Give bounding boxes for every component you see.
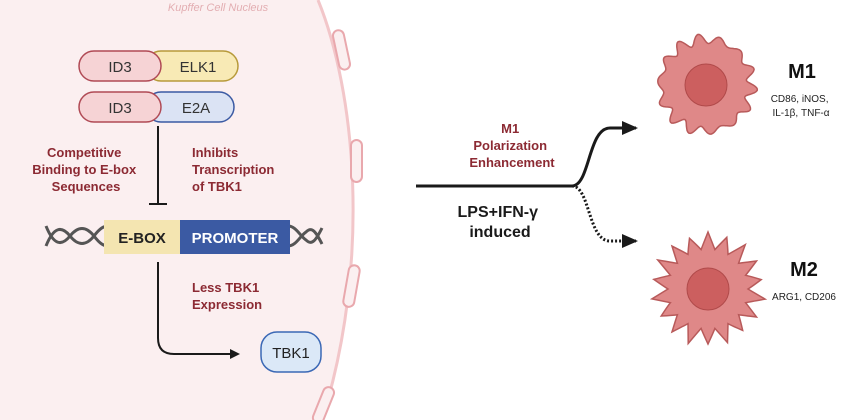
m1-title: M1 <box>788 61 816 83</box>
promoter-label: PROMOTER <box>192 230 279 247</box>
nuclear-pore <box>342 264 361 308</box>
competitive-binding-text: Competitive Binding to E-box Sequences <box>32 145 140 194</box>
ebox-segment <box>104 220 180 254</box>
m2-macrophage-icon <box>649 229 768 346</box>
elk1-label: ELK1 <box>180 59 217 76</box>
complex-id3-e2a: ID3 E2A <box>78 91 235 123</box>
nuclear-pore <box>311 386 336 420</box>
id3-label: ID3 <box>108 59 131 76</box>
nuclear-pore <box>350 139 363 183</box>
promoter-segment <box>180 220 290 254</box>
m1-branch-arrow <box>571 121 638 188</box>
tbk1-label: TBK1 <box>272 345 310 362</box>
m2-title: M2 <box>790 259 818 281</box>
m2-branch-arrow <box>571 184 638 248</box>
stimulus-text: LPS+IFN-γ induced <box>458 204 543 241</box>
enhancement-text: M1 Polarization Enhancement <box>469 121 555 170</box>
dna-helix-right <box>287 224 324 248</box>
m2-markers: ARG1, CD206 <box>772 292 836 303</box>
m1-markers: CD86, iNOS, IL-1β, TNF-α <box>771 94 832 119</box>
id3-pill <box>78 91 162 123</box>
nuclear-pore <box>331 29 352 71</box>
dna-helix-left <box>44 224 109 248</box>
nucleus-envelope <box>316 0 355 420</box>
expression-arrow <box>157 262 240 359</box>
e2a-label: E2A <box>182 100 210 117</box>
m1-macrophage-icon <box>657 33 759 135</box>
complex-id3-elk1: ID3 ELK1 <box>78 50 239 82</box>
id3-label: ID3 <box>108 100 131 117</box>
ebox-label: E-BOX <box>118 230 166 247</box>
less-expression-text: Less TBK1 Expression <box>192 280 263 312</box>
tbk1-pill <box>260 331 322 373</box>
id3-pill <box>78 50 162 82</box>
inhibits-transcription-text: Inhibits Transcription of TBK1 <box>192 145 278 194</box>
nucleus-label: Kupffer Cell Nucleus <box>168 2 269 14</box>
